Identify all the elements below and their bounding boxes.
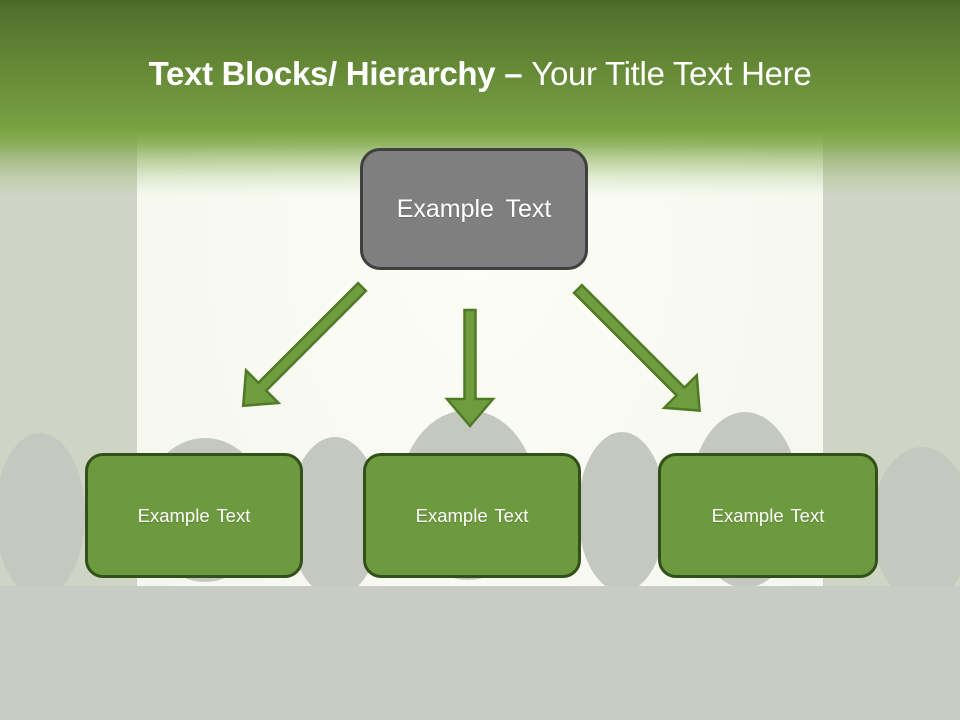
child-node-1: Example Text <box>85 453 303 578</box>
slide-title: Text Blocks/ Hierarchy –Your Title Text … <box>0 52 960 96</box>
child-node-2: Example Text <box>363 453 581 578</box>
child-node-2-label: Example Text <box>415 504 529 526</box>
audience-head <box>578 432 666 592</box>
audience-floor <box>0 586 960 720</box>
root-node: Example Text <box>360 148 588 270</box>
child-node-3-label: Example Text <box>711 504 825 526</box>
root-node-label: Example Text <box>396 194 552 223</box>
title-regular-segment: Your Title Text Here <box>531 55 812 92</box>
title-bold-segment: Text Blocks/ Hierarchy – <box>148 55 523 92</box>
audience-head <box>289 437 381 597</box>
audience-head <box>872 447 960 603</box>
child-node-3: Example Text <box>658 453 878 578</box>
audience-head <box>0 433 85 597</box>
child-node-1-label: Example Text <box>137 504 251 526</box>
